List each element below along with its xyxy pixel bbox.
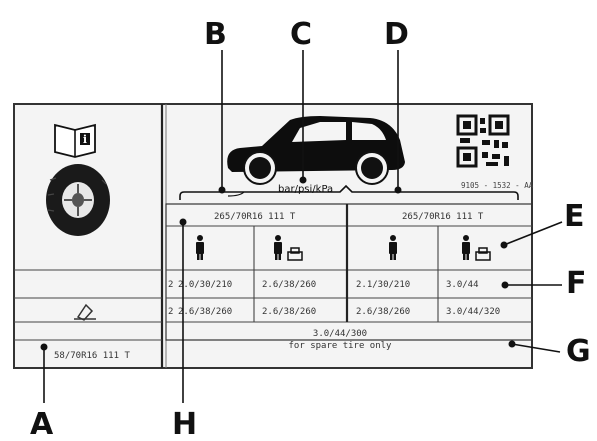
pressure-cell: 2.6/38/260 [178,307,232,317]
callout-a: A [30,407,54,441]
callout-h: H [172,407,197,441]
callout-e: E [564,199,585,234]
pressure-cell: 3.0/44 [446,280,479,290]
pressure-cell: 2.6/38/260 [356,307,410,317]
callout-g: G [566,334,591,369]
rear-tire-size: 265/70R16 111 T [402,212,484,222]
front-tire-size: 265/70R16 111 T [214,212,296,222]
row-prefix: 2 [168,307,173,317]
svg-text:i: i [83,133,87,146]
row-prefix: 2 [168,280,173,290]
callout-f: F [566,266,587,301]
tire-icon [46,164,110,236]
spare-note: for spare tire only [289,341,393,351]
spare-pressure: 3.0/44/300 [313,329,367,339]
pressure-cell: 3.0/44/320 [446,307,500,317]
callout-b: B [204,17,227,52]
pressure-cell: 2.6/38/260 [262,280,316,290]
pressure-cell: 2.6/38/260 [262,307,316,317]
pressure-cell: 2.1/30/210 [356,280,410,290]
callout-d: D [384,17,409,52]
owner-manual-icon: i [55,125,95,157]
spare-tire-size: 58/70R16 111 T [54,351,130,361]
pressure-units: bar/psi/kPa [278,184,333,195]
pressure-cell: 2.0/30/210 [178,280,232,290]
qr-code-id: 9105 - 1532 - AA [461,181,534,190]
callout-c: C [290,17,312,52]
